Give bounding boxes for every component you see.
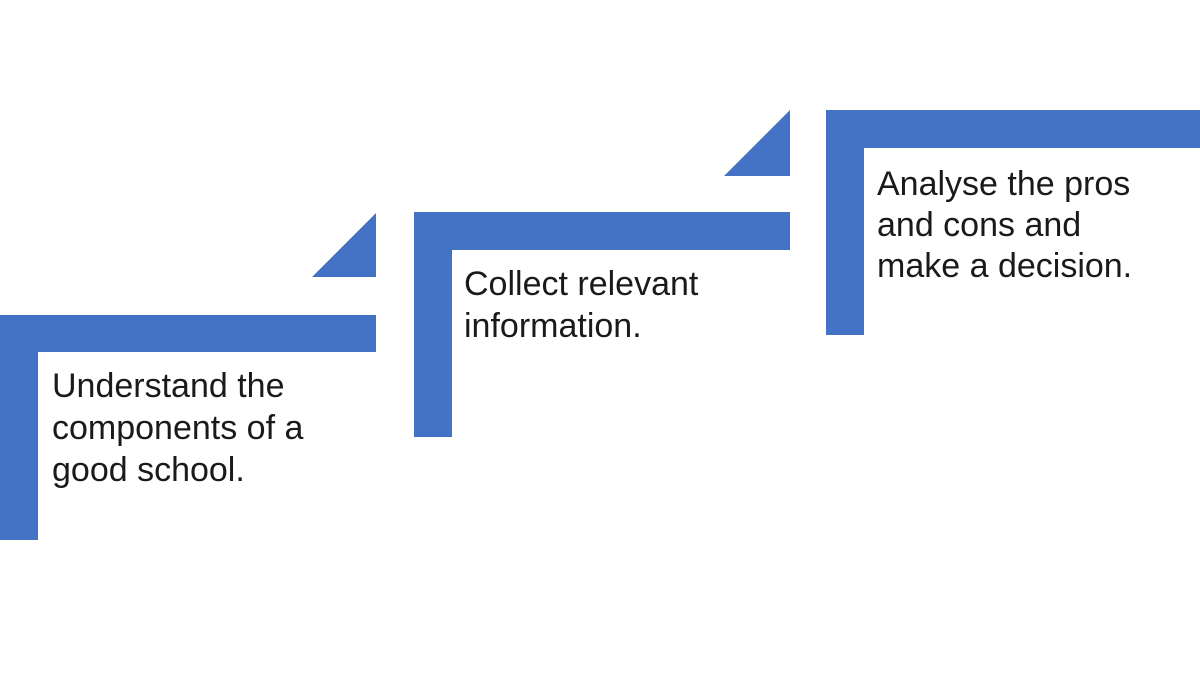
step-1-label: Understand the components of a good scho… (52, 367, 313, 489)
step-2-label: Collect relevant information. (464, 265, 708, 345)
step-3-label-line-2: and cons and (877, 206, 1081, 244)
step-3-corner-bracket (826, 110, 1200, 335)
step-2-label-line-1: Collect relevant (464, 265, 699, 303)
step-2-label-line-2: information. (464, 307, 642, 345)
step-2: Collect relevant information. (414, 110, 790, 437)
step-1-label-line-1: Understand the (52, 367, 285, 405)
step-1-label-line-3: good school. (52, 451, 245, 489)
step-3-label-line-3: make a decision. (877, 247, 1132, 285)
step-2-corner-bracket (414, 212, 790, 437)
step-3: Analyse the pros and cons and make a dec… (826, 110, 1200, 335)
step-3-label-line-1: Analyse the pros (877, 165, 1130, 203)
step-1: Understand the components of a good scho… (0, 213, 376, 540)
step-1-arrow-triangle (312, 213, 376, 277)
step-1-corner-bracket (0, 315, 376, 540)
step-1-label-line-2: components of a (52, 409, 303, 447)
step-3-label: Analyse the pros and cons and make a dec… (877, 165, 1140, 285)
step-2-arrow-triangle (724, 110, 790, 176)
